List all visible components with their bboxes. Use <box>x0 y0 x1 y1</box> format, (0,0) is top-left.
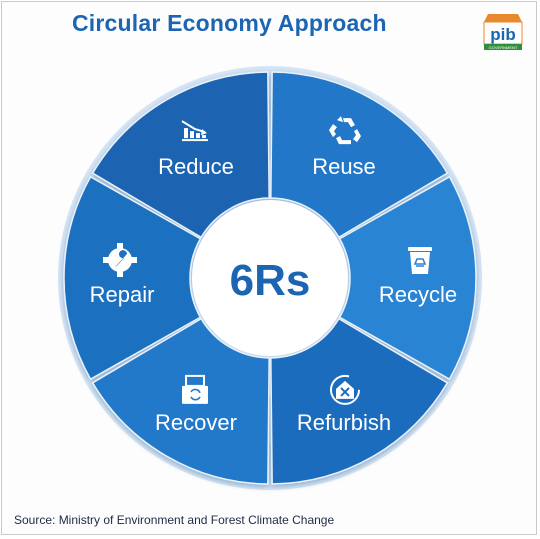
segment-reduce <box>91 71 270 239</box>
logo-subtext: GOVERNMENT <box>489 45 518 50</box>
bar-chart-decline-icon <box>181 120 208 142</box>
logo-text: pib <box>490 25 516 44</box>
source-note: Source: Ministry of Environment and Fore… <box>14 513 335 527</box>
page-title: Circular Economy Approach <box>72 10 387 36</box>
segment-label-repair: Repair <box>90 282 155 307</box>
restore-box-icon <box>182 374 208 404</box>
gear-wrench-icon <box>103 243 137 277</box>
house-tools-icon <box>330 374 360 405</box>
center-label: 6Rs <box>230 256 311 305</box>
recycle-bin-icon <box>408 247 432 274</box>
segment-label-reuse: Reuse <box>312 154 376 179</box>
segment-label-reduce: Reduce <box>158 154 234 179</box>
segment-reuse <box>270 71 449 239</box>
center-circle <box>192 200 348 356</box>
segment-recover <box>91 317 270 485</box>
segment-repair <box>63 175 202 381</box>
recycle-arrows-icon <box>329 116 361 145</box>
segment-refurbish <box>270 317 449 485</box>
segment-label-refurbish: Refurbish <box>297 410 391 435</box>
pib-logo: pib GOVERNMENT <box>483 14 523 50</box>
segment-label-recycle: Recycle <box>379 282 457 307</box>
segment-recycle <box>338 175 477 381</box>
segment-label-recover: Recover <box>155 410 237 435</box>
